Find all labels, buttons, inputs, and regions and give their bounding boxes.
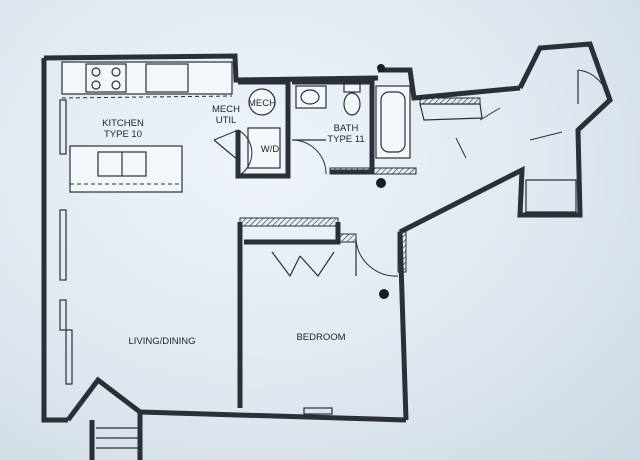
exterior-walls [41, 41, 613, 460]
toilet-icon [343, 83, 361, 93]
mech-label: MECH [248, 98, 276, 109]
mech-utility: MECH W/D MECH UTIL [212, 79, 291, 179]
living-label: LIVING/DINING [128, 336, 195, 347]
bath-type: TYPE 11 [327, 134, 364, 145]
bedroom: BEDROOM [237, 217, 407, 408]
light-fixture-icon [376, 178, 386, 188]
bath: BATH TYPE 11 [291, 79, 417, 175]
water-heater-icon [248, 88, 276, 116]
left-windows [59, 99, 333, 415]
fridge-icon [145, 63, 189, 93]
light-fixture-icon [379, 289, 389, 299]
cooktop-icon [85, 63, 127, 93]
mech-util-line1: MECH [212, 104, 240, 115]
washer-dryer-label: W/D [261, 144, 280, 155]
bath-name: BATH [334, 123, 359, 134]
mech-util-line2: UTIL [216, 115, 237, 126]
kitchen-type: TYPE 10 [104, 129, 142, 140]
kitchen-name: KITCHEN [102, 118, 144, 129]
hall-doors [419, 69, 609, 213]
bedroom-label: BEDROOM [296, 332, 345, 343]
kitchen: KITCHEN TYPE 10 [61, 61, 233, 193]
living-dining: LIVING/DINING [96, 336, 196, 449]
light-fixture-icon [377, 64, 385, 72]
washer-dryer-icon [247, 127, 281, 169]
